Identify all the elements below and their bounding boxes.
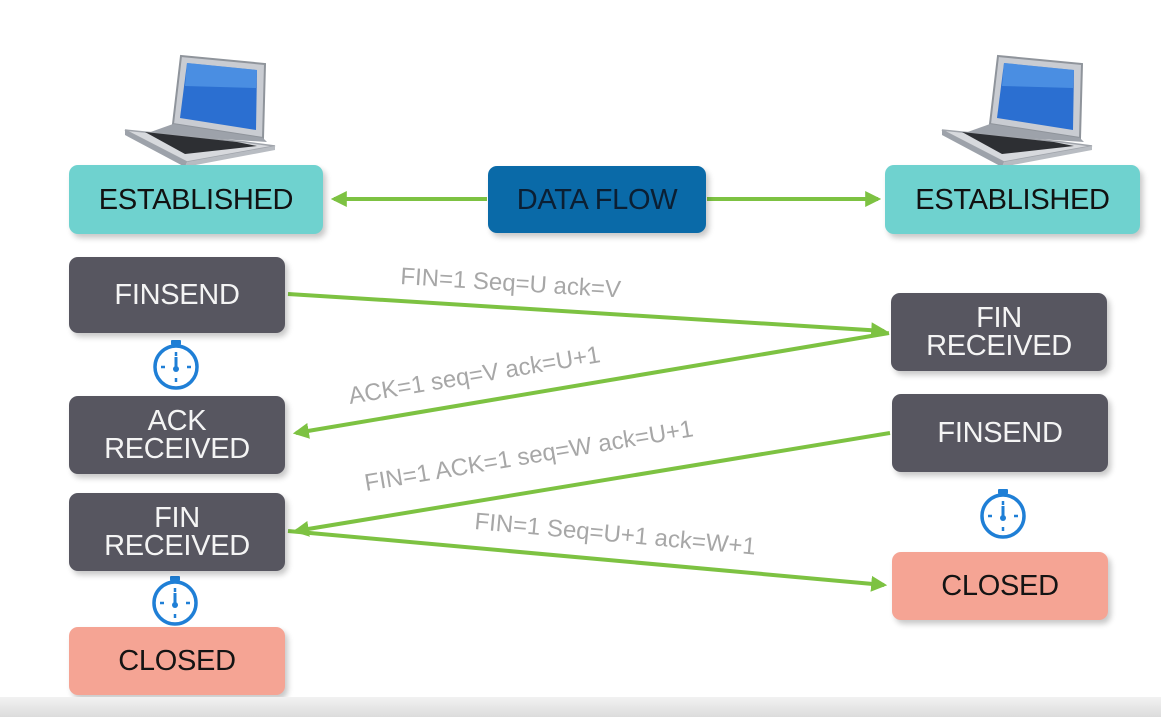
state-label: ESTABLISHED — [98, 183, 294, 216]
data-flow-box: DATA FLOW — [488, 166, 706, 233]
client-finsend-state: FINSEND — [69, 257, 285, 333]
state-label: FINSEND — [114, 279, 240, 311]
message-label: FIN=1 ACK=1 seq=W ack=U+1 — [363, 415, 696, 497]
state-label: ACK — [147, 405, 207, 437]
message-label: FIN=1 Seq=U ack=V — [400, 263, 622, 303]
state-label: FIN — [976, 302, 1022, 334]
laptop-icon — [124, 54, 276, 167]
state-label: CLOSED — [118, 645, 236, 677]
fin-ack-arrow — [292, 431, 891, 537]
state-label: ESTABLISHED — [915, 183, 1110, 216]
client-closed-state: CLOSED — [69, 627, 285, 695]
ack-arrow — [292, 331, 890, 439]
state-label: RECEIVED — [926, 330, 1072, 362]
fin-arrow-2 — [287, 529, 888, 592]
message-label: ACK=1 seq=V ack=U+1 — [347, 341, 603, 410]
stopwatch-icon — [980, 489, 1026, 539]
state-label: FINSEND — [937, 417, 1063, 449]
stopwatch-icon — [152, 576, 198, 626]
client-fin-received-state: FIN RECEIVED — [69, 493, 285, 571]
state-label: CLOSED — [941, 570, 1059, 602]
server-closed-state: CLOSED — [892, 552, 1108, 620]
server-fin-received-state: FIN RECEIVED — [891, 293, 1107, 371]
state-label: RECEIVED — [104, 433, 250, 465]
stopwatch-icon — [153, 340, 199, 390]
state-label: RECEIVED — [104, 530, 250, 562]
data-flow-label: DATA FLOW — [516, 183, 678, 216]
fin-arrow-1 — [287, 292, 888, 339]
state-label: FIN — [154, 502, 200, 534]
client-ack-received-state: ACK RECEIVED — [69, 396, 285, 474]
server-finsend-state: FINSEND — [892, 394, 1108, 472]
client-established-state: ESTABLISHED — [69, 165, 323, 234]
bottom-bar — [0, 697, 1161, 717]
laptop-icon — [941, 54, 1093, 167]
server-established-state: ESTABLISHED — [885, 165, 1140, 234]
